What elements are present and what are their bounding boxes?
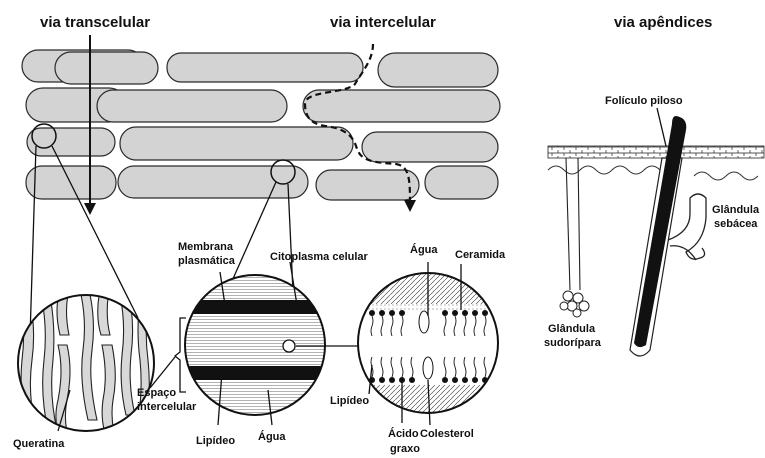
label-cholesterol: Colesterol xyxy=(420,428,474,440)
lipid-bilayer-zoom xyxy=(355,270,505,425)
label-water-left: Água xyxy=(258,430,286,443)
corneocyte xyxy=(303,90,500,122)
stratum-corneum xyxy=(22,50,500,200)
label-membrane-1: Membrana xyxy=(178,241,234,253)
label-keratin: Queratina xyxy=(13,438,65,450)
label-cytoplasm: Citoplasma celular xyxy=(270,251,369,263)
corneocyte xyxy=(118,166,308,198)
skin-surface xyxy=(548,146,764,158)
heading-intercellular: via intercelular xyxy=(330,14,436,31)
label-fatty-acid-1: Ácido xyxy=(388,427,419,440)
sweat-gland-coil xyxy=(560,291,589,317)
intercellular-bracket xyxy=(175,318,186,392)
label-lipid-right: Lipídeo xyxy=(330,395,369,407)
skin-appendages xyxy=(548,108,764,356)
corneocyte xyxy=(362,132,498,162)
sweat-gland-duct xyxy=(566,158,580,290)
corneocyte xyxy=(316,170,419,200)
heading-appendages: via apêndices xyxy=(614,14,712,31)
label-hair-follicle: Folículo piloso xyxy=(605,95,683,107)
label-sebaceous-2: sebácea xyxy=(714,218,758,230)
corneocyte xyxy=(55,52,158,84)
heading-transcellular: via transcelular xyxy=(40,14,150,31)
label-intercellular-space-1: Espaço xyxy=(137,387,176,399)
label-ceramide: Ceramida xyxy=(455,249,506,261)
corneocyte xyxy=(378,53,498,87)
corneocyte xyxy=(27,128,115,156)
label-sweat-gland-1: Glândula xyxy=(548,323,596,335)
label-sebaceous-1: Glândula xyxy=(712,204,760,216)
label-membrane-2: plasmática xyxy=(178,255,236,267)
membrane-zoom xyxy=(180,270,330,420)
keratin-zoom xyxy=(18,290,154,440)
corneocyte xyxy=(26,166,116,199)
corneocyte xyxy=(120,127,353,160)
corneocyte xyxy=(167,53,363,82)
cholesterol-bottom xyxy=(423,357,433,379)
label-lipid-left: Lipídeo xyxy=(196,435,235,447)
label-fatty-acid-2: graxo xyxy=(390,443,420,455)
corneocyte xyxy=(425,166,498,199)
epidermis-boundary xyxy=(548,166,758,180)
label-water-top: Água xyxy=(410,243,438,256)
corneocyte xyxy=(97,90,287,122)
label-sweat-gland-2: sudorípara xyxy=(544,337,602,349)
label-intercellular-space-2: intercelular xyxy=(137,401,197,413)
